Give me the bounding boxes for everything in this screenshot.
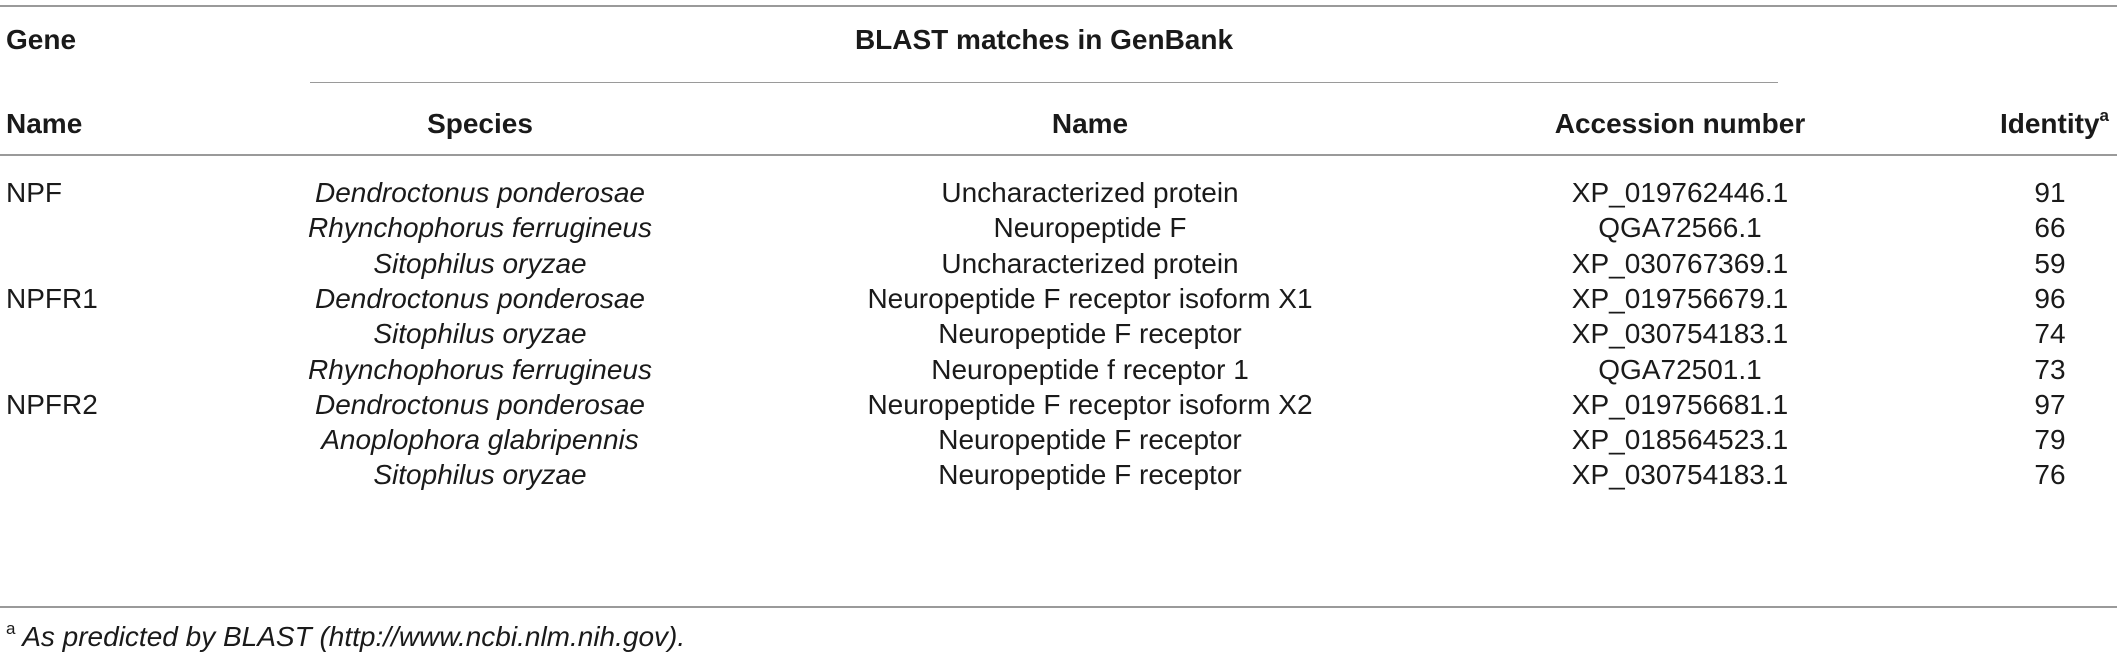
cell-accession-number: QGA72566.1: [1598, 212, 1762, 243]
cell-species: Anoplophora glabripennis: [321, 424, 639, 455]
header-blast-matches: BLAST matches in GenBank: [854, 24, 1234, 55]
header-rule: [0, 154, 2117, 156]
cell-identity: 76: [2034, 459, 2066, 490]
footnote: a As predicted by BLAST (http://www.ncbi…: [6, 620, 685, 654]
cell-species: Sitophilus oryzae: [373, 318, 587, 349]
cell-name: Neuropeptide F: [993, 212, 1187, 243]
cell-identity: 59: [2034, 248, 2066, 279]
cell-name: Neuropeptide F receptor isoform X1: [867, 283, 1313, 314]
cell-accession-number: XP_030767369.1: [1571, 248, 1789, 279]
cell-species: Rhynchophorus ferrugineus: [308, 354, 652, 385]
cell-species: Rhynchophorus ferrugineus: [308, 212, 652, 243]
cell-species: Dendroctonus ponderosae: [314, 283, 645, 314]
header-accession-number: Accession number: [1554, 108, 1806, 139]
header-species: Species: [427, 108, 533, 139]
cell-identity: 96: [2034, 283, 2066, 314]
cell-identity: 91: [2034, 177, 2066, 208]
cell-identity: 79: [2034, 424, 2066, 455]
cell-name: Uncharacterized protein: [941, 177, 1239, 208]
cell-name: Uncharacterized protein: [941, 248, 1239, 279]
header-identity-label: Identity: [1999, 108, 2100, 139]
cell-name: Neuropeptide F receptor: [938, 459, 1242, 490]
cell-gene: NPFR1: [6, 283, 98, 314]
cell-identity: 74: [2034, 318, 2066, 349]
cell-name: Neuropeptide F receptor: [938, 318, 1242, 349]
header-gene: Gene: [6, 24, 77, 55]
cell-identity: 97: [2034, 389, 2066, 420]
cell-accession-number: XP_019756681.1: [1571, 389, 1789, 420]
cell-species: Sitophilus oryzae: [373, 459, 587, 490]
cell-accession-number: QGA72501.1: [1598, 354, 1762, 385]
cell-accession-number: XP_030754183.1: [1571, 459, 1789, 490]
cell-identity: 66: [2034, 212, 2066, 243]
cell-species: Dendroctonus ponderosae: [314, 389, 645, 420]
header-identity-superscript: a: [2099, 106, 2109, 125]
blast-span-rule: [310, 82, 1778, 83]
cell-gene: NPFR2: [6, 389, 98, 420]
footnote-text: As predicted by BLAST (http://www.ncbi.n…: [15, 621, 686, 652]
footnote-marker: a: [6, 619, 16, 638]
header-identity: Identitya: [2000, 107, 2109, 141]
cell-name: Neuropeptide F receptor: [938, 424, 1242, 455]
cell-identity: 73: [2034, 354, 2066, 385]
header-match-name: Name: [1051, 108, 1129, 139]
cell-name: Neuropeptide F receptor isoform X2: [867, 389, 1313, 420]
cell-accession-number: XP_019762446.1: [1571, 177, 1789, 208]
cell-gene: NPF: [6, 177, 62, 208]
cell-species: Dendroctonus ponderosae: [314, 177, 645, 208]
cell-species: Sitophilus oryzae: [373, 248, 587, 279]
bottom-rule: [0, 606, 2117, 608]
header-name: Name: [6, 108, 83, 139]
cell-name: Neuropeptide f receptor 1: [931, 354, 1249, 385]
cell-accession-number: XP_030754183.1: [1571, 318, 1789, 349]
cell-accession-number: XP_019756679.1: [1571, 283, 1789, 314]
top-rule: [0, 5, 2117, 7]
cell-accession-number: XP_018564523.1: [1571, 424, 1789, 455]
